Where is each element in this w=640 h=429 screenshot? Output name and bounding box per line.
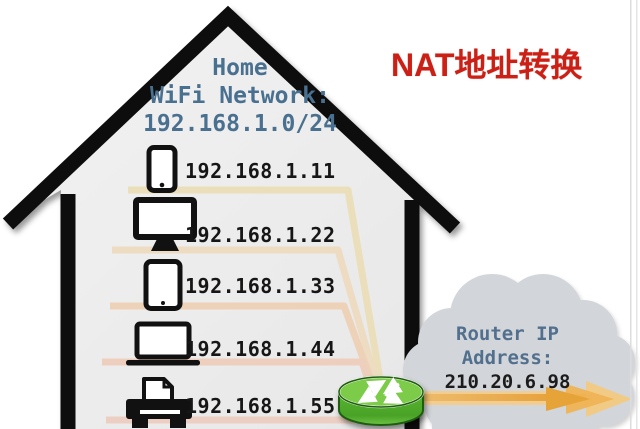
tablet-icon xyxy=(143,259,183,311)
smartphone-icon xyxy=(146,145,178,193)
page-title: NAT地址转换 xyxy=(391,47,583,83)
lan-line-2 xyxy=(112,246,382,389)
desktop-icon xyxy=(133,197,197,251)
nat-arrow-icon xyxy=(412,381,632,417)
router-ip-label: Router IP Address: 210.20.6.98 xyxy=(420,322,595,394)
device-ip-3: 192.168.1.33 xyxy=(185,274,336,298)
device-ip-5: 192.168.1.55 xyxy=(185,394,336,418)
router-public-ip: 210.20.6.98 xyxy=(444,371,571,393)
device-ip-2: 192.168.1.22 xyxy=(185,223,336,247)
house-roof xyxy=(2,5,461,234)
home-network-line1: Home xyxy=(212,55,268,81)
home-network-line2: WiFi Network: xyxy=(149,83,330,109)
printer-icon xyxy=(126,377,192,428)
router-arrows xyxy=(357,376,404,404)
device-ip-1: 192.168.1.11 xyxy=(185,159,336,183)
device-ip-4: 192.168.1.44 xyxy=(185,337,336,361)
home-network-subnet: 192.168.1.0/24 xyxy=(143,111,337,137)
lan-line-1 xyxy=(128,186,385,386)
page-edge-line xyxy=(630,0,632,429)
router-ip-line2: Address: xyxy=(461,347,554,369)
router-icon xyxy=(337,375,425,426)
home-network-label: Home WiFi Network: 192.168.1.0/24 xyxy=(110,54,370,138)
router-ip-line1: Router IP xyxy=(456,323,559,345)
laptop-icon xyxy=(126,321,200,366)
page-edge-line2 xyxy=(636,0,638,429)
